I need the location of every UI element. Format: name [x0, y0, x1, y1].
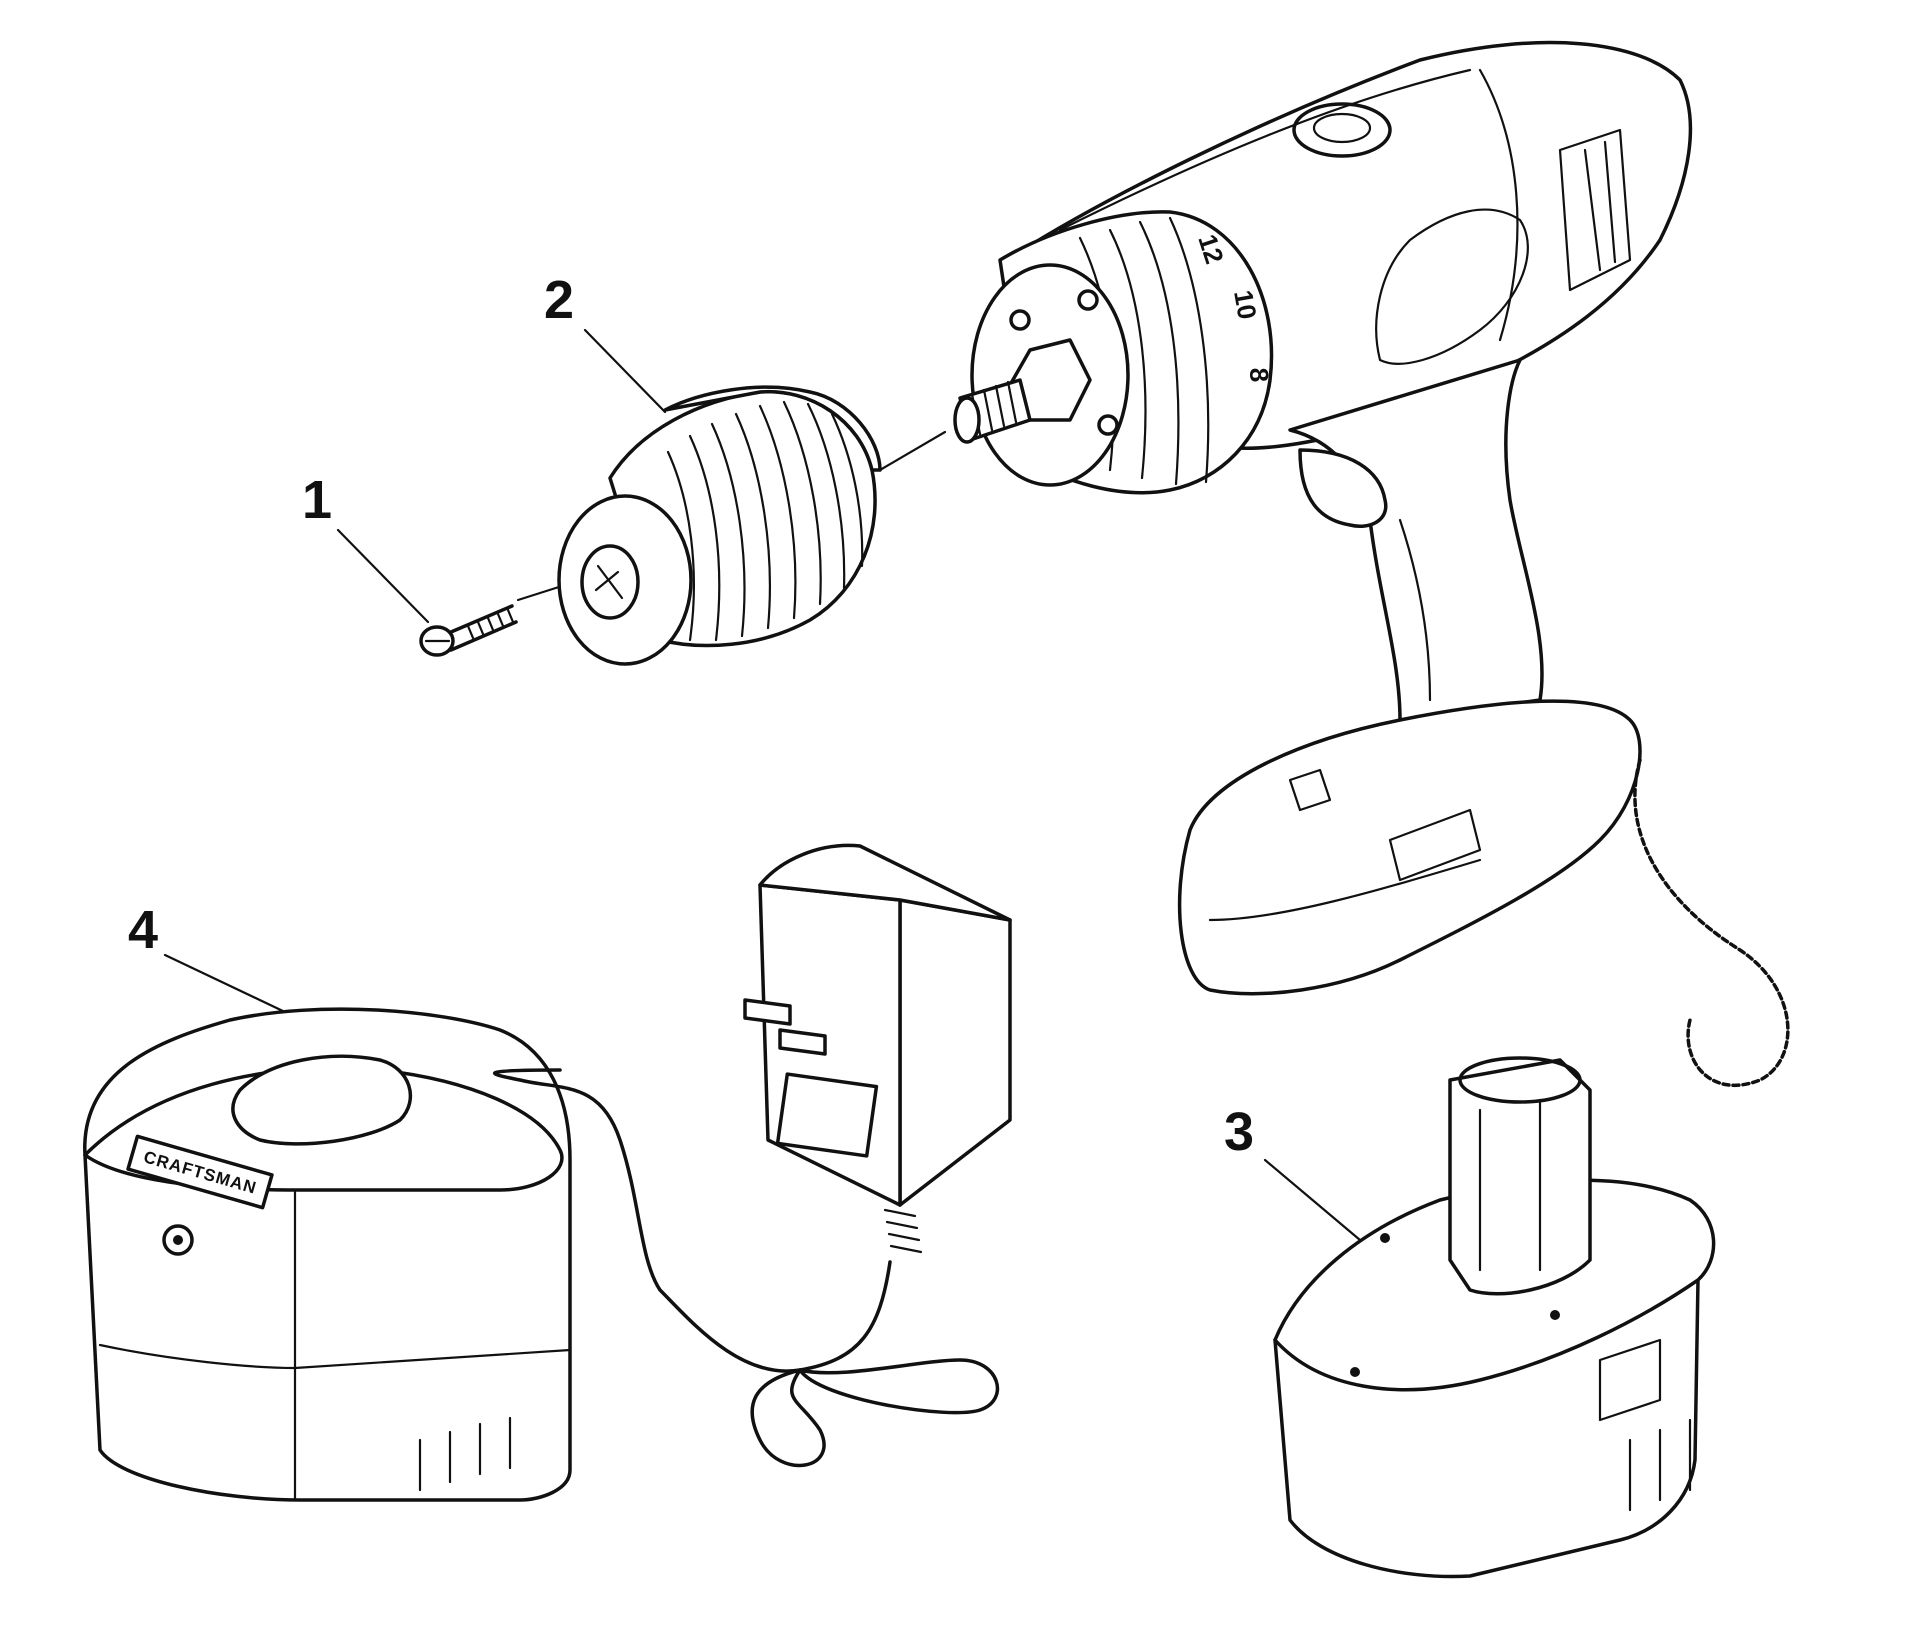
callout-number-2[interactable]: 2: [544, 270, 574, 330]
assembly-line-chuck: [878, 430, 947, 472]
charger-part[interactable]: CRAFTSMAN: [83, 1007, 572, 1502]
charger-indicator-dot: [173, 1235, 183, 1245]
battery-tower: [1448, 1058, 1592, 1296]
callouts: 1 2 3 4: [128, 270, 1362, 1242]
chuck-part[interactable]: [557, 385, 882, 666]
leader-line-1: [336, 528, 430, 624]
face-screw-1: [1009, 309, 1031, 331]
adapter-strain-relief: [883, 1208, 923, 1254]
direction-switch-inner: [1312, 112, 1372, 144]
chuck-nose: [557, 494, 693, 666]
drill[interactable]: 12 10 8: [953, 40, 1790, 1087]
cord-coil: [750, 1358, 1000, 1468]
adapter-prong-1: [743, 998, 792, 1026]
base-release-latch[interactable]: [1288, 768, 1332, 812]
wrist-lanyard: [1633, 758, 1790, 1087]
battery-release-button[interactable]: [1598, 1338, 1662, 1422]
trigger[interactable]: [1298, 448, 1388, 528]
screw-part[interactable]: [419, 604, 518, 657]
leader-line-4: [163, 953, 287, 1014]
callout-number-1[interactable]: 1: [302, 470, 332, 530]
leader-line-3: [1263, 1158, 1362, 1242]
face-screw-3: [1097, 414, 1119, 436]
adapter-prong-2: [778, 1028, 827, 1056]
chuck-rear-ring: [663, 385, 882, 472]
base-inner-line: [1208, 858, 1482, 922]
housing-trim-line: [1058, 68, 1472, 232]
base-clip: [1388, 808, 1482, 882]
clutch-dial-label-8: 8: [1244, 367, 1274, 383]
battery-screw-2: [1550, 1310, 1560, 1320]
chuck-jaw-lines: [594, 564, 624, 600]
leader-line-2: [583, 328, 667, 414]
battery-screw-3: [1350, 1367, 1360, 1377]
assembly-line-screw: [516, 584, 564, 602]
adapter-label-plate: [775, 1072, 879, 1158]
battery-vents: [1628, 1418, 1692, 1512]
assembly-lines: [516, 430, 947, 602]
screw-threads: [466, 608, 515, 640]
adapter-side: [898, 898, 1012, 1207]
drill-base: [1177, 699, 1642, 996]
screw-shank: [449, 604, 518, 652]
charger-vents: [418, 1416, 512, 1492]
chuck-grip-ribs: [666, 400, 864, 642]
direction-switch[interactable]: [1292, 102, 1392, 158]
housing-vents: [1558, 128, 1632, 292]
callout-number-3[interactable]: 3: [1224, 1102, 1254, 1162]
handle-grip-line: [1398, 518, 1432, 702]
battery-part[interactable]: [1273, 1056, 1716, 1579]
face-screw-2: [1077, 289, 1099, 311]
charger-brand-plate: [126, 1134, 274, 1210]
charger-battery-well: [231, 1054, 412, 1146]
wall-adapter[interactable]: [493, 843, 1012, 1468]
chuck-jaw-opening: [580, 544, 640, 620]
charger-belt-line: [98, 1343, 572, 1370]
callout-number-4[interactable]: 4: [128, 900, 158, 960]
housing-side-panel: [1375, 208, 1529, 365]
battery-tower-slots: [1478, 1098, 1542, 1272]
battery-screw-1: [1380, 1233, 1390, 1243]
battery-tower-top: [1458, 1056, 1582, 1104]
housing-top-ridge: [1478, 68, 1519, 342]
adapter-cord: [493, 1068, 892, 1373]
spindle-tip: [953, 396, 981, 444]
adapter-top: [758, 843, 1012, 922]
clutch-dial-label-10: 10: [1228, 288, 1263, 322]
